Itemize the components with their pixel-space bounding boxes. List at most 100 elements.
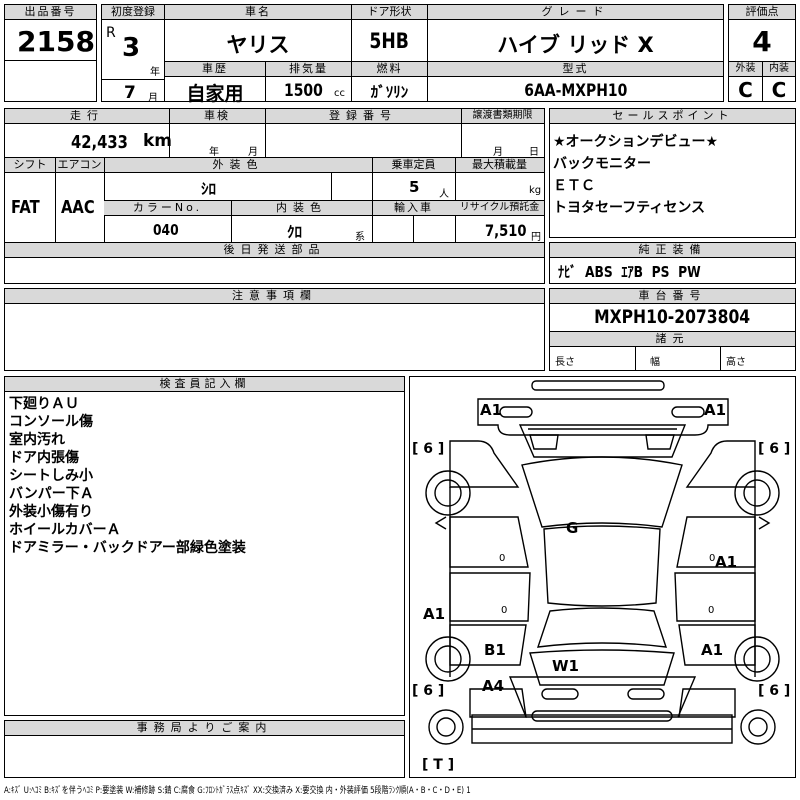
load-label: 最大積載量 [455, 158, 544, 173]
recycle-label: リサイクル預託金 [455, 201, 544, 216]
ac-value: AAC [61, 197, 95, 218]
wheel-bottom-right [740, 709, 776, 745]
fuel-value: ｶﾞｿﾘﾝ [370, 83, 409, 101]
history-box: 車歴 自家用 [164, 61, 266, 105]
interior-color-value: ｸﾛ [287, 223, 303, 241]
damage-mark: G [566, 519, 579, 537]
inspector-label: 検査員記入欄 [5, 377, 404, 392]
damage-diagram: A1 A1 G A1 A1 B1 A1 W1 A4 [ 6 ] [ 6 ] [ … [409, 376, 796, 778]
inspector-item: コンソール傷 [9, 414, 93, 430]
import-label: 輸入車 [372, 201, 455, 216]
door-type-label: ドア形状 [352, 5, 427, 20]
wheel-front-right [734, 470, 780, 516]
inspector-item: 室内汚れ [9, 432, 65, 448]
rear-corner-right [678, 688, 736, 718]
mileage-label: 走行 [5, 109, 169, 124]
inspector-item: 外装小傷有り [9, 504, 93, 520]
month-value: 7 [124, 83, 136, 103]
model-value: 6AA-MXPH10 [524, 81, 627, 101]
roof-shape [543, 525, 661, 607]
capacity-label: 乗車定員 [372, 158, 455, 173]
inspection-year-unit: 年 [209, 147, 219, 158]
front-door-left [449, 516, 529, 568]
history-label: 車歴 [165, 62, 265, 77]
rear-door-left [449, 572, 531, 622]
spec-length: 長さ [555, 357, 575, 368]
door-type-box: ドア形状 5HB [351, 4, 428, 62]
windshield-shape [521, 456, 683, 528]
hood-shape [518, 424, 687, 458]
fuel-label: 燃料 [352, 62, 427, 77]
ac-label: エアコン [55, 158, 104, 173]
first-registration-label: 初度登録 [102, 5, 164, 20]
model-box: 型式 6AA-MXPH10 [427, 61, 724, 102]
displacement-value: 1500 [284, 81, 323, 101]
rear-window-shape [536, 607, 668, 648]
damage-mark: A1 [701, 641, 724, 659]
zero-mark: 0 [499, 553, 506, 564]
interior-color-unit: 系 [355, 232, 365, 243]
interior-grade-value: C [771, 78, 787, 102]
color-no-label: カラーNo. [104, 201, 231, 216]
car-name-label: 車名 [165, 5, 351, 20]
rear-bumper-shape [531, 710, 673, 722]
equipment-item: PS [651, 263, 670, 281]
front-fender-right [685, 440, 756, 488]
door-type-value: 5HB [369, 29, 410, 53]
year-value: 3 [122, 33, 141, 63]
color-no-value: 040 [153, 221, 179, 239]
hood-vent-left [529, 434, 559, 450]
inspector-item: シートしみ小 [9, 468, 93, 484]
front-bumper-shape [531, 380, 665, 391]
spec-height: 高さ [726, 357, 746, 368]
zero-mark: 0 [708, 605, 715, 616]
inspector-item: バンパー下Ａ [9, 486, 94, 502]
capacity-unit: 人 [439, 189, 449, 200]
spare-tire-mark: [ T ] [422, 757, 455, 773]
chassis-box: 車台番号 MXPH10-2073804 諸元 長さ 幅 高さ [549, 288, 796, 371]
wheel-front-left [425, 470, 471, 516]
front-panel-shape [477, 398, 729, 436]
front-fender-left [449, 440, 520, 488]
recycle-value: 7,510 [485, 221, 527, 240]
fuel-box: 燃料 ｶﾞｿﾘﾝ [351, 61, 428, 102]
equipment-item: ABS [585, 263, 613, 281]
displacement-label: 排気量 [266, 62, 351, 77]
equipment-item: PW [678, 263, 701, 281]
score-value: 4 [752, 25, 772, 58]
interior-color-label: 内装色 [231, 201, 372, 216]
score-box: 評価点 4 [728, 4, 796, 62]
details-block: 走行 車検 登録番号 譲渡書類期限 42,433 km 年 月 月 日 シフト … [4, 108, 545, 284]
back-door-shape [508, 676, 697, 718]
grade-label: グレード [428, 5, 723, 20]
exterior-grade-value: C [738, 78, 753, 102]
transfer-month-unit: 月 [493, 147, 503, 158]
equipment-box: 純正装備 ﾅﾋﾞ ABS ｴｱB PS PW [549, 242, 796, 284]
headlight-right-shape [671, 406, 705, 418]
chassis-value: MXPH10-2073804 [594, 306, 751, 328]
later-parts-label: 後日発送部品 [5, 243, 544, 258]
spec-width: 幅 [650, 357, 660, 368]
office-label: 事務局よりご案内 [5, 721, 404, 736]
chassis-label: 車台番号 [550, 289, 795, 304]
wheel-rear-right [734, 636, 780, 682]
damage-mark: A1 [423, 605, 446, 623]
transfer-label: 譲渡書類期限 [461, 109, 544, 124]
inspector-box: 検査員記入欄 下廻りＡＵ コンソール傷 室内汚れ ドア内張傷 シートしみ小 バン… [4, 376, 405, 716]
year-unit: 年 [150, 67, 160, 78]
lot-number-value: 2158 [17, 25, 95, 58]
plate-label: 登録番号 [265, 109, 461, 124]
score-label: 評価点 [729, 5, 795, 20]
damage-mark: A1 [715, 553, 738, 571]
transfer-day-unit: 日 [529, 147, 539, 158]
model-label: 型式 [428, 62, 723, 77]
notes-box: 注意事項欄 [4, 288, 545, 371]
car-name-value: ヤリス [226, 33, 290, 57]
headlight-left-shape [499, 406, 533, 418]
exterior-grade-label: 外装 [729, 62, 762, 77]
taillight-right-shape [627, 688, 665, 700]
exterior-grade-box: 外装 C [728, 61, 763, 102]
equipment-label: 純正装備 [550, 243, 795, 258]
lot-empty-box [4, 60, 97, 102]
mileage-unit: km [143, 131, 173, 151]
